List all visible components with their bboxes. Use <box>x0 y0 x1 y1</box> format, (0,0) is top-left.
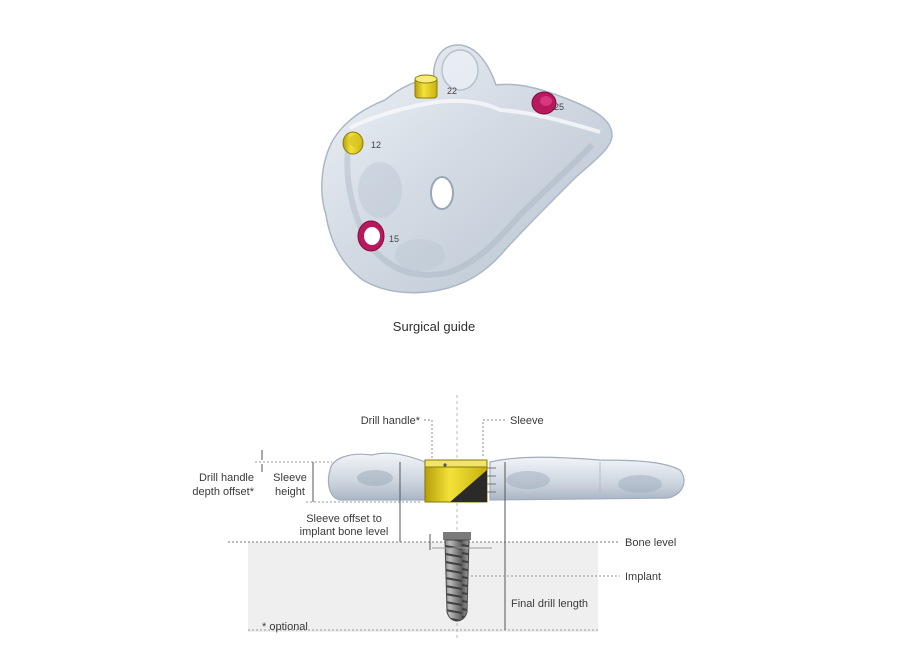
sleeve-12-yellow <box>342 131 364 155</box>
bone-region <box>248 542 598 632</box>
tooth-number-25: 25 <box>554 102 564 112</box>
label-sleeve-offset-1: Sleeve offset to <box>306 513 382 525</box>
label-drill-handle-depth-offset-2: depth offset* <box>192 486 254 498</box>
guide-inspection-window <box>430 176 454 210</box>
label-sleeve-offset-2: implant bone level <box>300 526 389 538</box>
dimension-lines <box>255 419 620 630</box>
surgical-guide-illustration: 22 12 25 15 <box>321 44 613 294</box>
guide-bump-highlight <box>441 49 479 91</box>
guide-bar-right <box>489 456 685 501</box>
guide-rim <box>349 98 601 134</box>
sleeve-15-magenta <box>357 220 385 252</box>
guide-lobe-shadow <box>358 162 402 218</box>
label-final-drill-length: Final drill length <box>511 598 588 610</box>
label-drill-handle: Drill handle* <box>361 415 421 427</box>
label-bone-level: Bone level <box>625 537 676 549</box>
cross-section-diagram: Drill handle* Sleeve Drill handle depth … <box>192 395 685 640</box>
guide-caption: Surgical guide <box>393 319 475 334</box>
sleeve-25-magenta <box>531 91 557 115</box>
implant-shape <box>443 532 471 622</box>
guide-lobe-shadow-2 <box>395 239 445 271</box>
tooth-number-22: 22 <box>447 86 457 96</box>
label-sleeve-height-2: height <box>275 486 305 498</box>
guide-inner-ridge <box>344 142 595 278</box>
tooth-number-12: 12 <box>371 140 381 150</box>
label-implant: Implant <box>625 571 661 583</box>
label-sleeve-height-1: Sleeve <box>273 472 307 484</box>
label-optional-note: * optional <box>262 621 308 633</box>
tooth-number-15: 15 <box>389 234 399 244</box>
sleeve-cross-section <box>424 459 496 503</box>
label-drill-handle-depth-offset-1: Drill handle <box>199 472 254 484</box>
sleeve-22-yellow <box>414 74 438 99</box>
label-sleeve: Sleeve <box>510 415 544 427</box>
